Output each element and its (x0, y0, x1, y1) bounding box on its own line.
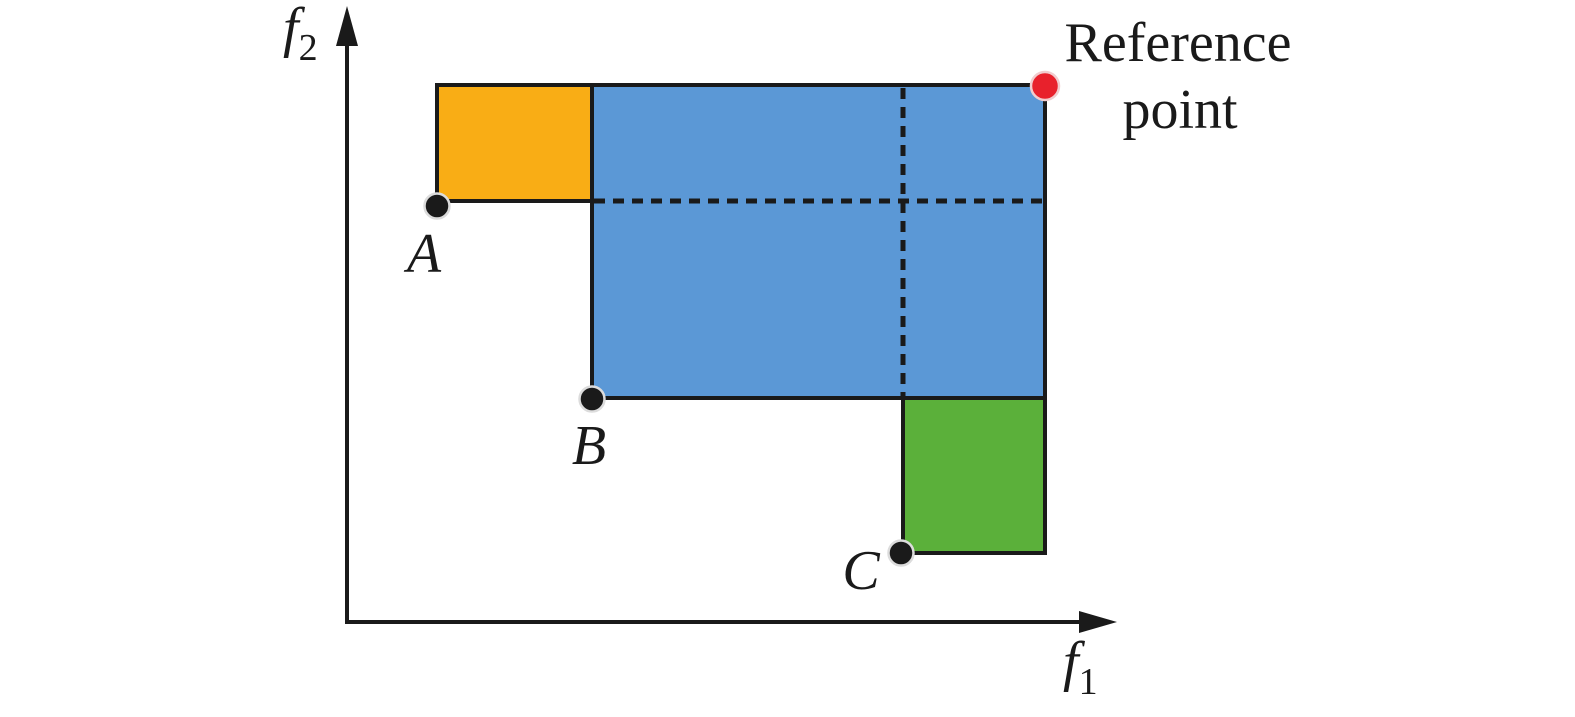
point-c-dot (887, 539, 915, 567)
reference-point-label-line1: Reference (1065, 12, 1292, 74)
point-a-label: A (403, 223, 442, 285)
point-b-dot (578, 385, 606, 413)
point-b-label: B (572, 415, 606, 477)
x-axis-arrowhead (1079, 611, 1117, 633)
y-axis-label-subscript: 2 (299, 27, 318, 69)
y-axis-label: f2 (283, 0, 318, 69)
region-c-hypervolume (901, 396, 1047, 555)
reference-point-dot (1029, 70, 1061, 102)
point-a-dot (423, 192, 451, 220)
point-c-label: C (842, 540, 880, 602)
x-axis-label-subscript: 1 (1079, 661, 1098, 703)
x-axis-label: f1 (1063, 631, 1098, 703)
region-b-hypervolume (590, 83, 1047, 400)
reference-point-label-line2: point (1122, 79, 1238, 141)
y-axis-arrowhead (336, 6, 358, 46)
region-a-hypervolume (435, 83, 594, 203)
